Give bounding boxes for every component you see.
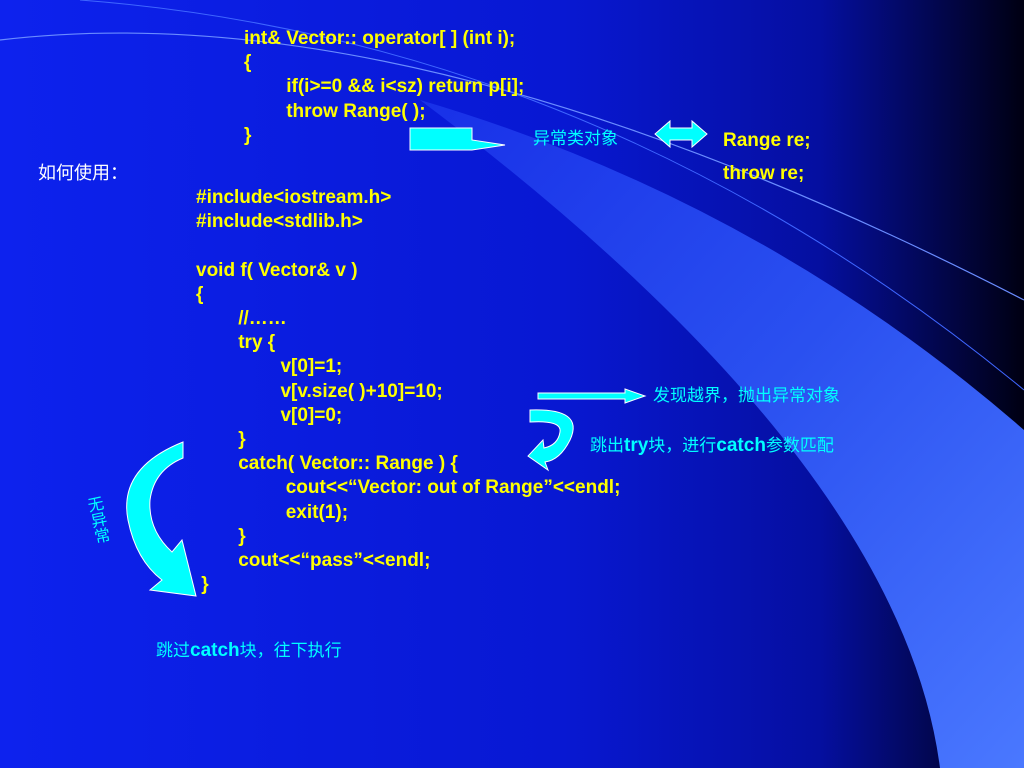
jump-out-middle: 块，进行 [648, 436, 717, 456]
skip-catch-keyword: catch [190, 640, 240, 661]
how-to-use-label: 如何使用： [38, 163, 128, 184]
decorative-arc-line [0, 32, 1024, 301]
jump-out-try-note: 跳出try块，进行catch参数匹配 [590, 431, 834, 457]
double-arrow-shape [654, 119, 708, 149]
jump-out-catch-keyword: catch [716, 435, 766, 456]
decorative-arc-line-2 [79, 0, 1024, 391]
thin-right-arrow-shape [537, 388, 647, 404]
decorative-swoosh [420, 100, 1024, 768]
jump-out-suffix: 参数匹配 [765, 436, 834, 456]
jump-out-prefix: 跳出 [590, 436, 624, 456]
skip-suffix: 块，往下执行 [239, 641, 342, 661]
right-arrow-shape [409, 127, 506, 151]
no-exception-curved-arrow-shape [126, 441, 197, 597]
curved-jump-arrow-shape [527, 409, 574, 472]
range-re-code-block: Range re; throw re; [723, 130, 811, 184]
main-code-block: #include<iostream.h> #include<stdlib.h> … [196, 187, 621, 596]
skip-prefix: 跳过 [156, 641, 190, 661]
jump-out-try-keyword: try [624, 435, 649, 456]
operator-code-block: int& Vector:: operator[ ] (int i); { if(… [244, 28, 525, 146]
exception-object-label: 异常类对象 [533, 129, 618, 149]
skip-catch-note: 跳过catch块，往下执行 [156, 636, 342, 662]
found-out-of-range-note: 发现越界，抛出异常对象 [653, 386, 840, 406]
